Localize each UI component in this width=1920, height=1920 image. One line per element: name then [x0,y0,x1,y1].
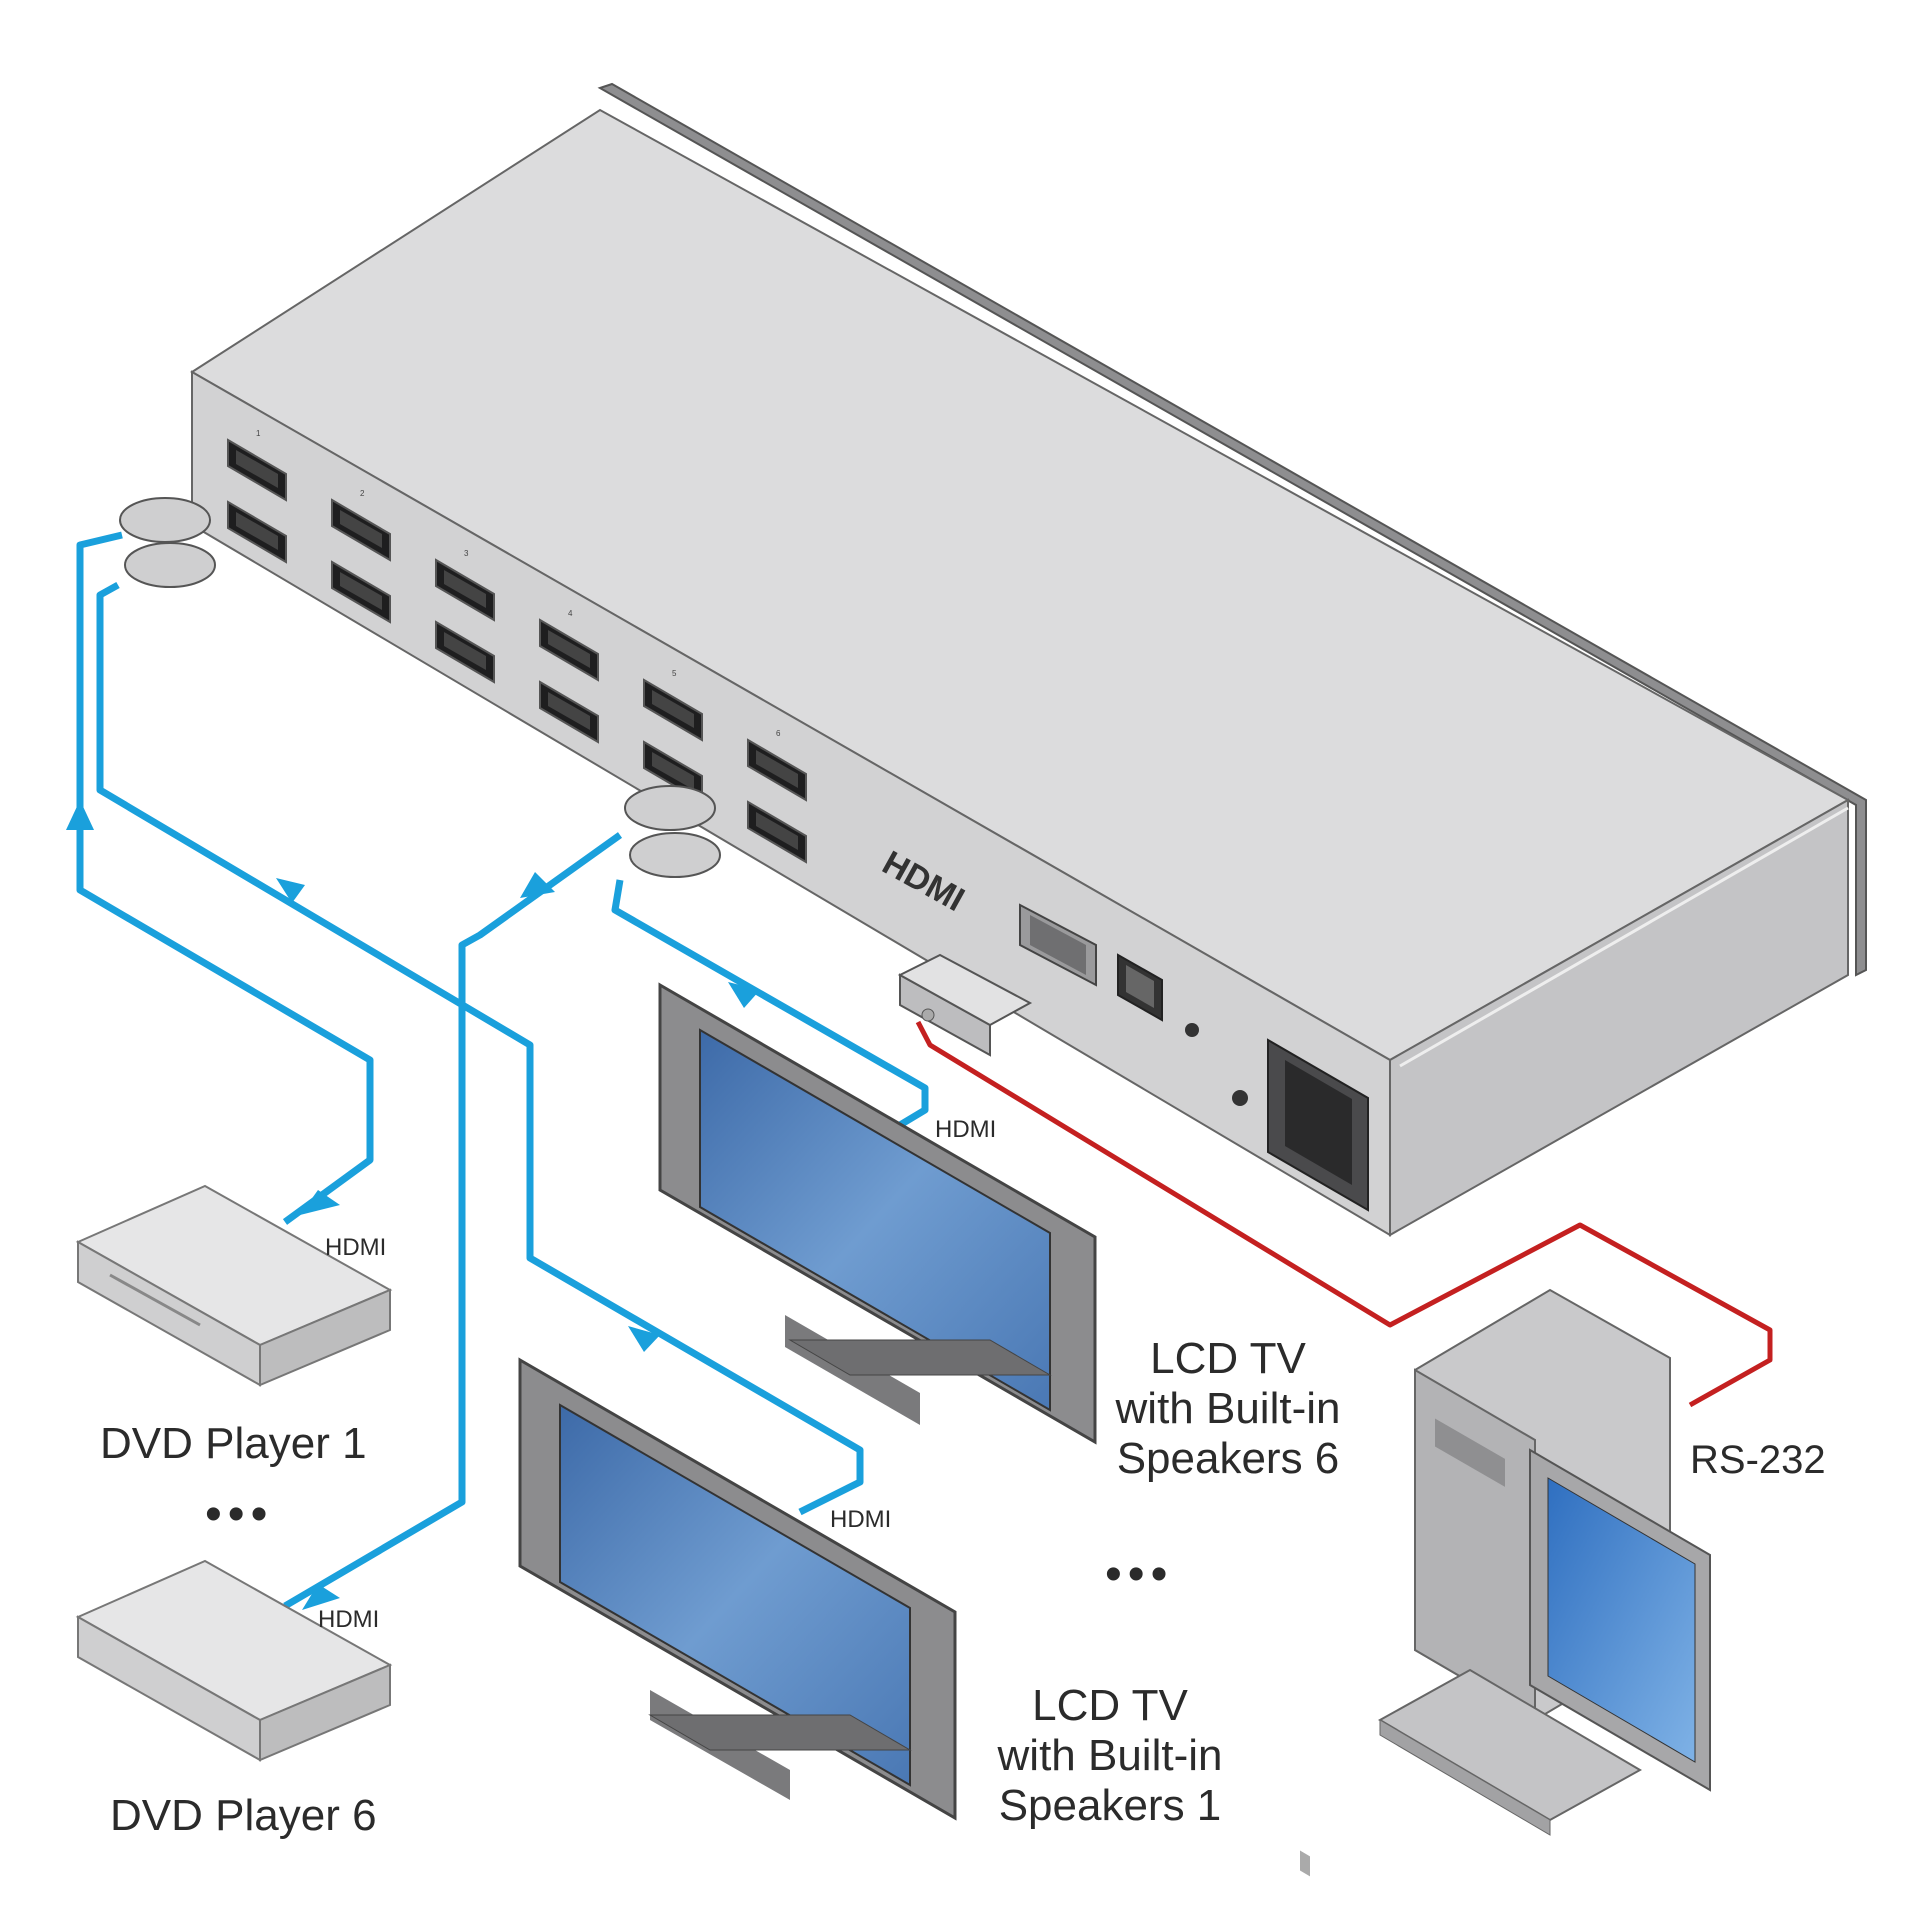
label-lcd-tv-6-line2: with Built-in [1115,1384,1341,1433]
port-number: 6 [776,729,781,738]
label-lcd-tv-1-line2: with Built-in [997,1731,1223,1780]
hdmi-cables [76,531,929,1610]
dvd-player-1 [75,1184,393,1387]
label-lcd-tv-1-line3: Speakers 1 [999,1781,1222,1830]
dvd-player-6 [75,1559,393,1762]
hdmi-port-socket [548,692,590,730]
lcd-tv-6 [658,982,1097,1445]
cable-output1-to-tv1 [96,581,864,1516]
label-hdmi-tv1: HDMI [830,1506,891,1533]
label-rs232: RS-232 [1690,1438,1826,1482]
hdmi-plugs [119,497,721,878]
hdmi-port-socket [236,450,278,488]
port-number: 3 [464,549,469,558]
hdmi-port-socket [652,752,694,790]
cable-dvd6-to-input6 [283,832,623,1610]
hdmi-port-bank: 1 2 3 4 5 6 [227,429,807,864]
signal-arrows [66,800,760,1610]
hdmi-port-socket [756,750,798,788]
lan-port[interactable] [1117,953,1163,1022]
label-dvd-player-6: DVD Player 6 [110,1791,377,1840]
ellipsis-tv: ••• [1105,1548,1173,1601]
label-lcd-tv-6-line1: LCD TV [1150,1334,1306,1383]
power-socket[interactable] [1267,1038,1369,1877]
port-number: 4 [568,609,573,618]
hdmi-port-socket [340,572,382,610]
label-lcd-tv-6-line3: Speakers 6 [1117,1434,1340,1483]
hdmi-port-socket [444,570,486,608]
ellipsis-dvd: ••• [205,1488,273,1541]
reset-button[interactable] [1185,1023,1199,1037]
hdmi-port-socket [652,690,694,728]
label-hdmi-dvd6: HDMI [318,1606,379,1633]
factory-button[interactable] [1232,1090,1248,1106]
control-pc [1377,1288,1711,1836]
label-hdmi-tv6: HDMI [935,1116,996,1143]
hdmi-port-socket [756,812,798,850]
matrix-switcher: 1 2 3 4 5 6 HDMI [190,82,1867,1877]
hdmi-port-socket [340,510,382,548]
port-number: 1 [256,429,261,438]
cable-dvd1-to-input1 [76,531,374,1225]
label-dvd-player-1: DVD Player 1 [100,1419,367,1468]
hdmi-port-socket [444,632,486,670]
cable-output6-to-tv6 [611,879,929,1129]
rs232-plug [897,953,1033,1057]
port-number: 5 [672,669,677,678]
rs232-cable [915,1020,1773,1408]
hdmi-port-socket [236,512,278,550]
rack-ear [597,82,1867,977]
port-number: 2 [360,489,365,498]
rs232-port[interactable] [1019,903,1097,987]
hdmi-port-socket [548,630,590,668]
chassis-side [1389,798,1849,1237]
lcd-tv-1 [518,1357,957,1821]
label-hdmi-dvd1: HDMI [325,1234,386,1261]
label-lcd-tv-1-line1: LCD TV [1032,1681,1188,1730]
